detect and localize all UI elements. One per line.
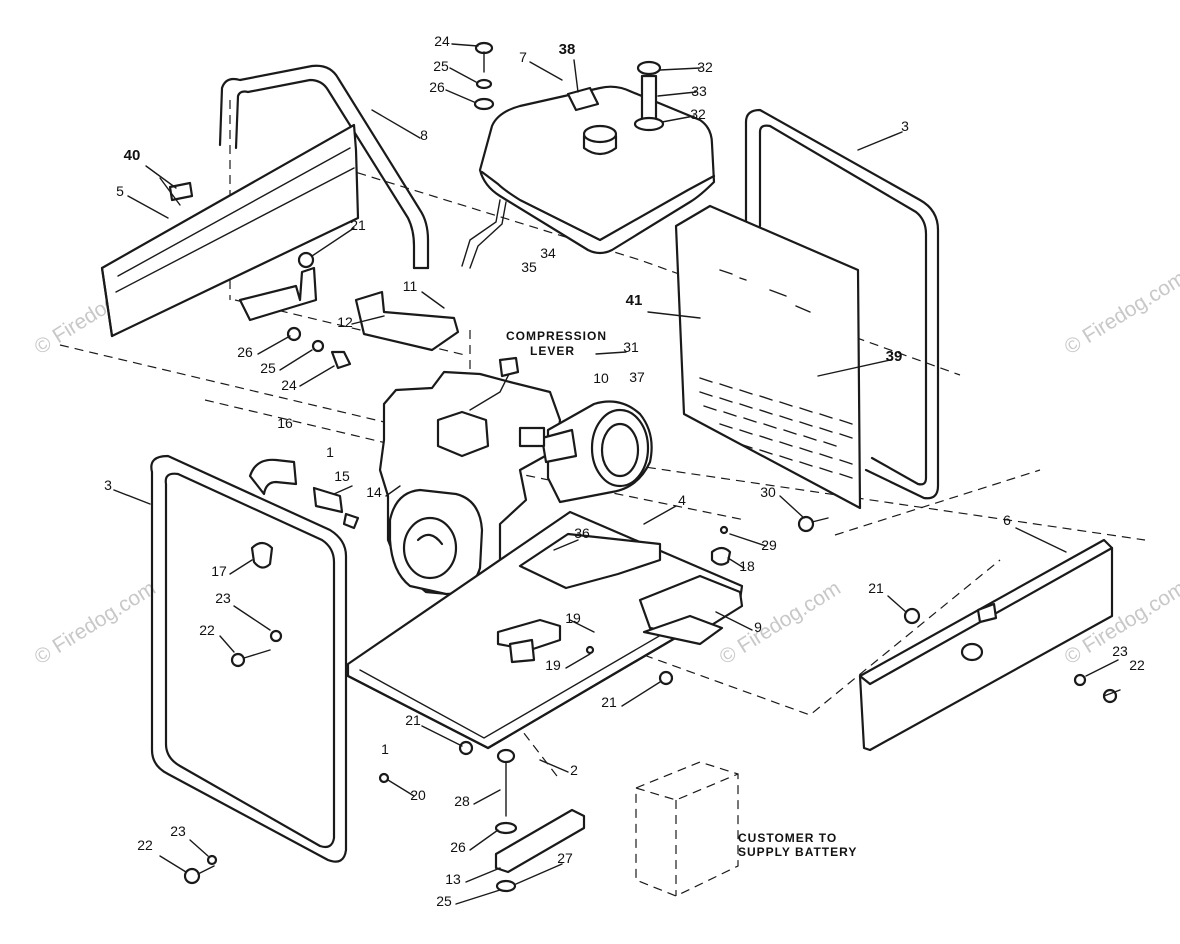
part-callout-21: 21: [868, 580, 884, 596]
part-callout-17: 17: [211, 563, 227, 579]
part-callout-9: 9: [754, 619, 762, 635]
part-callout-23: 23: [215, 590, 231, 606]
part-callout-31: 31: [623, 339, 639, 355]
part-callout-19: 19: [565, 610, 581, 626]
part-callout-22: 22: [1129, 657, 1145, 673]
part-callout-22: 22: [199, 622, 215, 638]
part-callout-39: 39: [886, 348, 903, 365]
part-callout-27: 27: [557, 850, 573, 866]
part-callout-40: 40: [124, 147, 141, 164]
part-callout-6: 6: [1003, 512, 1011, 528]
watermark: © Firedog.com: [30, 577, 159, 670]
part-callout-32: 32: [697, 59, 713, 75]
part-callout-41: 41: [626, 292, 643, 309]
diagram-notes: COMPRESSION LEVER CUSTOMER TO SUPPLY BAT…: [506, 329, 857, 859]
part-callout-1: 1: [381, 741, 389, 757]
compression-lever-note-line1: COMPRESSION: [506, 329, 607, 343]
louver-slots: [699, 269, 853, 479]
part-callout-25: 25: [433, 58, 449, 74]
part-callout-26: 26: [237, 344, 253, 360]
rear-cross-rail: [858, 538, 1114, 752]
roll-bar-handle: [218, 64, 430, 270]
part-callout-35: 35: [521, 259, 537, 275]
part-callout-20: 20: [410, 787, 426, 803]
engine-generator: [378, 356, 653, 598]
part-callout-16: 16: [277, 415, 293, 431]
part-callout-28: 28: [454, 793, 470, 809]
part-callout-36: 36: [574, 525, 590, 541]
part-callout-25: 25: [436, 893, 452, 909]
part-callout-1: 1: [326, 444, 334, 460]
part-callout-3: 3: [104, 477, 112, 493]
leader-lines: [113, 43, 1119, 905]
part-callout-24: 24: [434, 33, 450, 49]
part-callout-2: 2: [570, 762, 578, 778]
part-callout-7: 7: [519, 49, 527, 65]
part-callout-37: 37: [629, 369, 645, 385]
part-callout-25: 25: [260, 360, 276, 376]
part-callout-26: 26: [450, 839, 466, 855]
part-callout-14: 14: [366, 484, 382, 500]
filler-neck: [633, 60, 665, 132]
compression-lever-note-line2: LEVER: [530, 344, 575, 358]
louvered-side-panel: [674, 204, 862, 510]
part-callout-18: 18: [739, 558, 755, 574]
part-callout-21: 21: [405, 712, 421, 728]
part-callout-23: 23: [170, 823, 186, 839]
battery-note-line2: SUPPLY BATTERY: [738, 845, 857, 859]
left-frame: [150, 454, 348, 863]
part-callout-22: 22: [137, 837, 153, 853]
tank-bolt-stack: [473, 41, 495, 111]
battery-outline: [635, 761, 739, 897]
part-callout-15: 15: [334, 468, 350, 484]
fittings-left: [248, 458, 360, 569]
part-callout-10: 10: [593, 370, 609, 386]
part-callout-21: 21: [601, 694, 617, 710]
part-callout-8: 8: [420, 127, 428, 143]
part-callout-12: 12: [337, 314, 353, 330]
part-callout-4: 4: [678, 492, 686, 508]
base-frame: [346, 510, 744, 750]
watermark: © Firedog.com: [1060, 267, 1180, 360]
battery-note-line1: CUSTOMER TO: [738, 831, 837, 845]
part-callout-23: 23: [1112, 643, 1128, 659]
mounting-brackets: [238, 266, 460, 352]
part-callout-32: 32: [690, 106, 706, 122]
fasteners: [183, 251, 1121, 885]
right-frame: [744, 108, 940, 500]
part-callout-11: 11: [403, 278, 418, 294]
part-callout-38: 38: [559, 41, 576, 58]
part-callout-13: 13: [445, 871, 461, 887]
part-callout-33: 33: [691, 83, 707, 99]
part-callout-21: 21: [350, 217, 366, 233]
battery-strap: [494, 748, 586, 893]
part-callout-24: 24: [281, 377, 297, 393]
part-callout-29: 29: [761, 537, 777, 553]
front-cross-rail: [100, 123, 360, 338]
part-callout-3: 3: [901, 118, 909, 134]
part-callout-34: 34: [540, 245, 556, 261]
part-callout-19: 19: [545, 657, 561, 673]
part-callout-26: 26: [429, 79, 445, 95]
part-callout-5: 5: [116, 183, 124, 199]
part-callout-30: 30: [760, 484, 776, 500]
